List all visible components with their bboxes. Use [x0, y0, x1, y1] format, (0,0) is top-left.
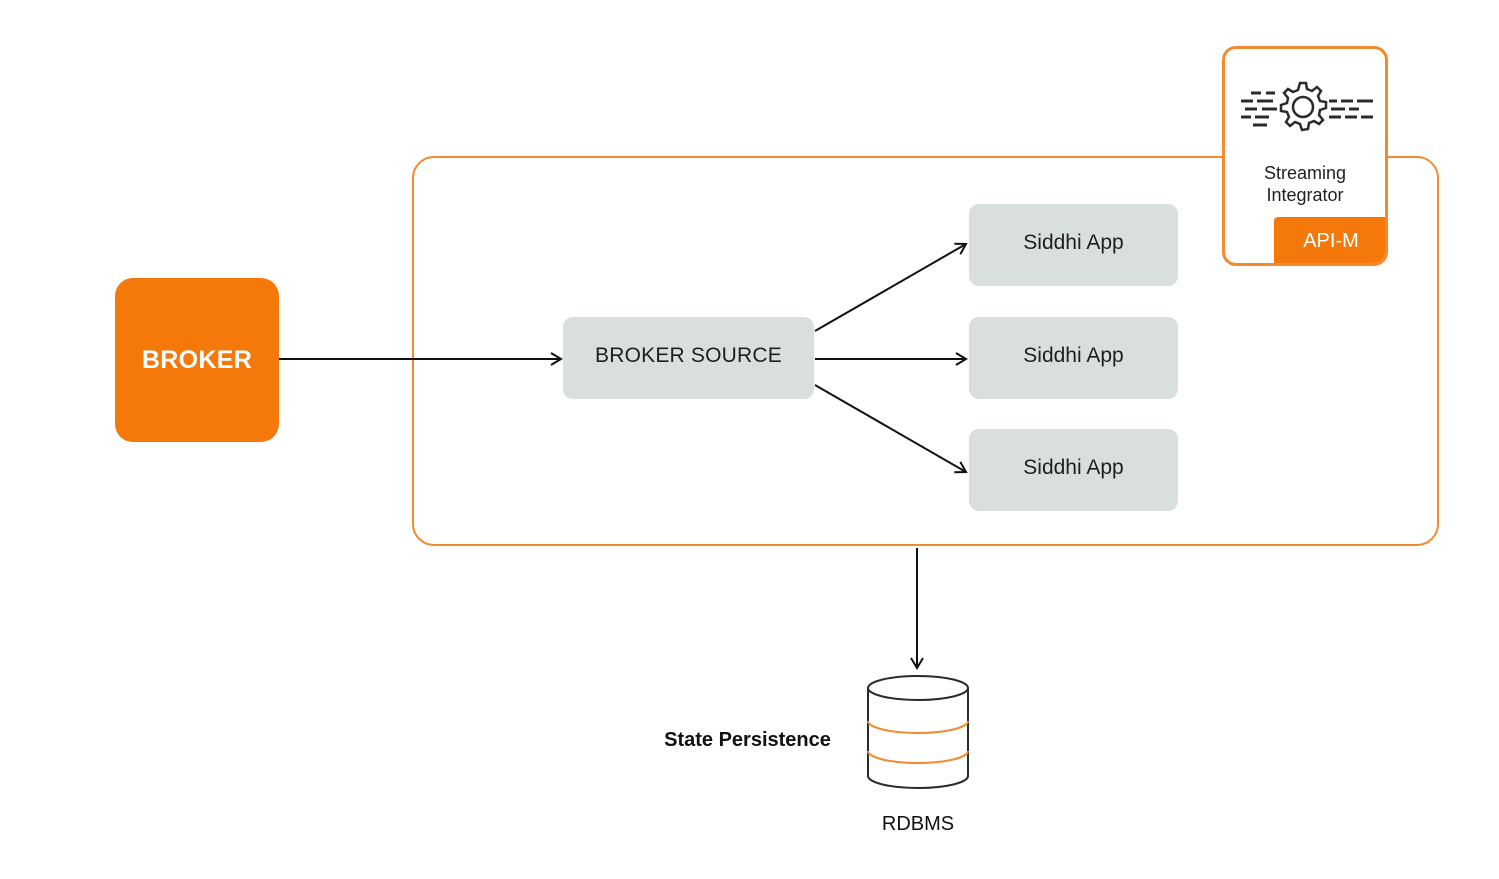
database-icon: [867, 675, 969, 789]
api-m-tag-label: API-M: [1303, 230, 1359, 252]
broker-source-node: BROKER SOURCE: [563, 317, 814, 399]
state-persistence-label: State Persistence: [664, 729, 831, 751]
streaming-integrator-boundary: [412, 156, 1439, 546]
siddhi-app-node: Siddhi App: [969, 429, 1178, 511]
broker-node: BROKER: [115, 278, 279, 442]
gear-stream-icon: [1241, 81, 1373, 132]
source-to-app3-arrow: [814, 384, 968, 474]
streaming-integrator-label-line1: Streaming: [1263, 163, 1347, 183]
siddhi-app-node: Siddhi App: [969, 204, 1178, 286]
streaming-integrator-card: Streaming Integrator API-M: [1222, 46, 1388, 266]
siddhi-app-node: Siddhi App: [969, 317, 1178, 399]
siddhi-app-label: Siddhi App: [1023, 456, 1124, 479]
broker-label: BROKER: [141, 345, 253, 374]
siddhi-app-label: Siddhi App: [1023, 344, 1124, 367]
siddhi-app-label: Siddhi App: [1023, 231, 1124, 254]
source-to-app1-arrow: [814, 242, 968, 332]
api-m-tag: API-M: [1274, 217, 1385, 263]
broker-source-label: BROKER SOURCE: [595, 344, 782, 367]
rdbms-label: RDBMS: [881, 813, 955, 835]
streaming-integrator-label: Streaming Integrator: [1225, 162, 1385, 206]
streaming-integrator-label-line2: Integrator: [1266, 185, 1344, 205]
